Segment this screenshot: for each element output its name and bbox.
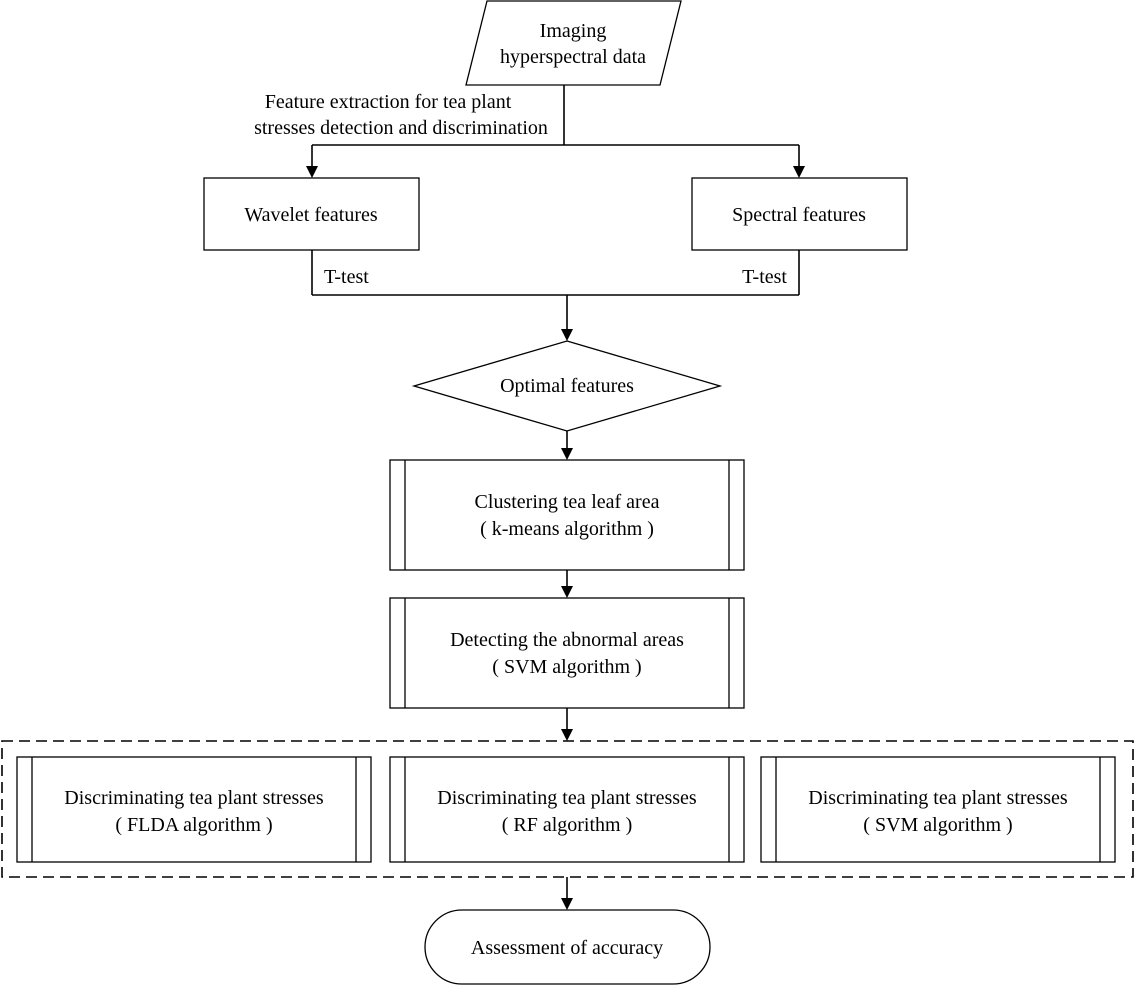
detecting-label-line2: ( SVM algorithm ) bbox=[492, 656, 641, 678]
node-assessment: Assessment of accuracy bbox=[424, 909, 711, 985]
input-parallelogram-shape bbox=[465, 0, 682, 86]
wavelet-label: Wavelet features bbox=[244, 204, 378, 226]
clustering-box bbox=[389, 459, 745, 571]
discriminating-rf-box bbox=[389, 756, 745, 863]
optimal-diamond bbox=[411, 340, 723, 432]
arrowhead-optimal bbox=[561, 329, 573, 341]
arrowhead-spectral bbox=[793, 166, 805, 178]
clustering-label-line2: ( k-means algorithm ) bbox=[480, 518, 654, 540]
node-discriminating-svm: Discriminating tea plant stresses ( SVM … bbox=[760, 756, 1116, 863]
feature-extraction-line2: stresses detection and discrimination bbox=[254, 117, 548, 139]
edge-label-feature-extraction: Feature extraction for tea plant stresse… bbox=[254, 91, 548, 139]
arrowhead-detecting bbox=[561, 586, 573, 598]
node-wavelet-features: Wavelet features bbox=[203, 177, 420, 251]
assessment-terminal-shape bbox=[424, 909, 711, 985]
node-spectral-features: Spectral features bbox=[691, 177, 908, 251]
spectral-label: Spectral features bbox=[732, 204, 866, 226]
feature-extraction-line1: Feature extraction for tea plant bbox=[265, 91, 512, 113]
spectral-box bbox=[691, 177, 908, 251]
detecting-box bbox=[389, 597, 745, 709]
arrowhead-assessment bbox=[561, 898, 573, 910]
discriminating-svm-line2: ( SVM algorithm ) bbox=[863, 814, 1012, 836]
node-detecting: Detecting the abnormal areas ( SVM algor… bbox=[389, 597, 745, 709]
detecting-label-line1: Detecting the abnormal areas bbox=[450, 629, 684, 651]
node-discriminating-rf: Discriminating tea plant stresses ( RF a… bbox=[389, 756, 745, 863]
discriminating-rf-line1: Discriminating tea plant stresses bbox=[437, 787, 697, 809]
input-label-line2: hyperspectral data bbox=[500, 46, 646, 68]
ttest-right-label: T-test bbox=[742, 266, 787, 288]
arrowhead-wavelet bbox=[306, 166, 318, 178]
node-clustering: Clustering tea leaf area ( k-means algor… bbox=[389, 459, 745, 571]
discriminating-rf-line2: ( RF algorithm ) bbox=[502, 814, 633, 836]
discriminating-svm-line1: Discriminating tea plant stresses bbox=[808, 787, 1068, 809]
node-input: Imaging hyperspectral data bbox=[465, 0, 682, 86]
discriminating-svm-box bbox=[760, 756, 1116, 863]
assessment-label: Assessment of accuracy bbox=[471, 937, 663, 959]
discriminating-flda-line2: ( FLDA algorithm ) bbox=[115, 814, 272, 836]
clustering-label-line1: Clustering tea leaf area bbox=[475, 491, 660, 513]
connectors bbox=[306, 85, 805, 910]
optimal-label: Optimal features bbox=[500, 375, 634, 397]
node-optimal-features: Optimal features bbox=[411, 340, 723, 432]
input-label-line1: Imaging bbox=[540, 20, 607, 42]
discriminating-flda-line1: Discriminating tea plant stresses bbox=[64, 787, 324, 809]
discriminating-flda-box bbox=[16, 756, 372, 863]
arrowhead-group bbox=[561, 729, 573, 741]
arrowhead-clustering bbox=[561, 448, 573, 460]
node-discriminating-flda: Discriminating tea plant stresses ( FLDA… bbox=[16, 756, 372, 863]
discrimination-group-dashed bbox=[1, 740, 1134, 878]
ttest-left-label: T-test bbox=[324, 266, 369, 288]
wavelet-box bbox=[203, 177, 420, 251]
